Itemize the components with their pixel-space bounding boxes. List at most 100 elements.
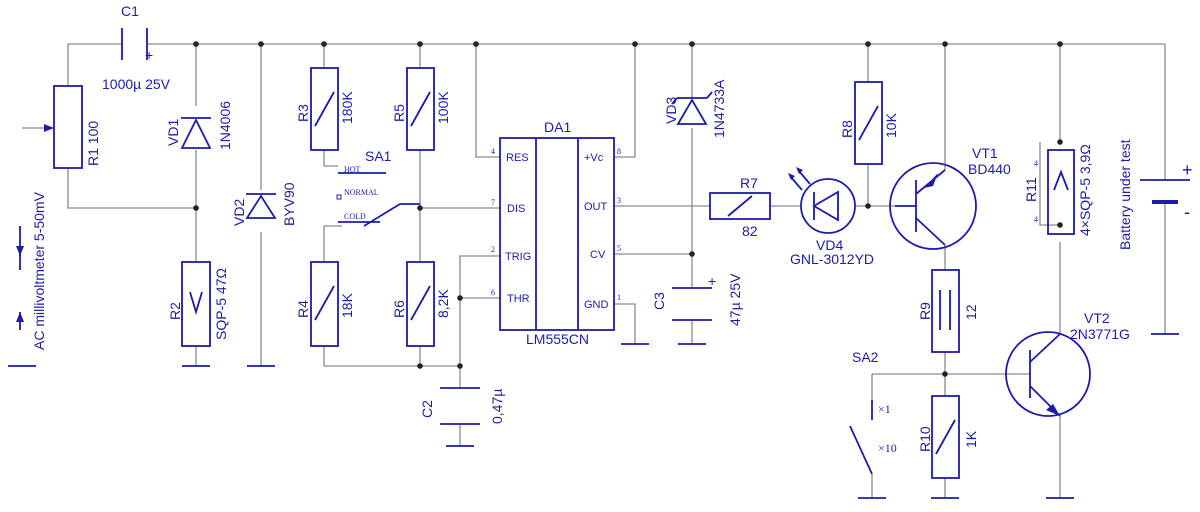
transistor-vt2: VT2 2N3771G <box>1005 310 1130 417</box>
switch-sa1: SA1 HOT NORMAL COLD <box>336 148 420 227</box>
vd1-ref: VD1 <box>165 119 181 146</box>
r3-value: 180K <box>339 91 355 124</box>
da1-pin-2: 2 <box>491 245 495 254</box>
battery-minus: - <box>1184 202 1190 222</box>
da1-pin-6: 6 <box>491 288 495 297</box>
r7-value: 82 <box>742 223 758 239</box>
vd1-value: 1N4006 <box>217 101 233 150</box>
r5-ref: R5 <box>391 104 407 122</box>
r9-ref: R9 <box>917 302 933 320</box>
resistor-r4: R4 18K <box>295 261 355 347</box>
r1-label: R1 100 <box>85 121 101 166</box>
vt1-ref: VT1 <box>972 145 998 161</box>
da1-pin-res: RES <box>506 152 529 164</box>
da1-pin-gnd: GND <box>584 299 609 311</box>
r7-ref: R7 <box>740 175 758 191</box>
r10-value: 1K <box>963 430 979 448</box>
r10-ref: R10 <box>917 426 933 452</box>
r8-value: 10K <box>883 112 899 138</box>
sa2-pos-x10: ×10 <box>878 441 897 455</box>
da1-pin-cv: CV <box>590 249 606 261</box>
vt1-value: BD440 <box>968 161 1011 177</box>
battery-plus: + <box>1182 160 1193 180</box>
da1-pin-vc: +Vc <box>584 152 604 164</box>
r3-ref: R3 <box>295 104 311 122</box>
r5-value: 100K <box>435 91 451 124</box>
sa1-ref: SA1 <box>365 148 392 164</box>
vt2-value: 2N3771G <box>1070 326 1130 342</box>
capacitor-c2: C2 0,47µ <box>419 387 505 425</box>
c3-polarity: + <box>708 273 716 289</box>
millivoltmeter-label: AC millivoltmeter 5-50mV <box>31 191 47 350</box>
wires <box>22 43 1166 498</box>
battery-under-test: + - Battery under test <box>1117 139 1193 250</box>
c3-value: 47µ 25V <box>727 273 743 326</box>
r11-ref: R11 <box>1023 177 1039 202</box>
vd3-ref: VD3 <box>663 97 679 124</box>
da1-pin-4: 4 <box>491 147 495 156</box>
r2-value: SQP-5 47Ω <box>213 268 229 340</box>
da1-part: LM555CN <box>526 331 589 347</box>
c2-ref: C2 <box>419 400 435 418</box>
vd3-value: 1N4733A <box>711 79 727 138</box>
c1-ref: C1 <box>121 3 139 19</box>
r9-value: 12 <box>963 304 979 320</box>
resistor-r9: R9 12 <box>917 269 979 353</box>
capacitor-c3: + C3 47µ 25V <box>651 273 743 326</box>
da1-ref: DA1 <box>544 119 571 135</box>
r11-pin-bottom: 4 <box>1034 215 1038 224</box>
r4-value: 18K <box>339 292 355 318</box>
ground-symbols <box>8 226 1179 499</box>
r4-ref: R4 <box>295 300 311 318</box>
da1-pin-trig: TRIG <box>505 251 531 263</box>
da1-pin-7: 7 <box>491 198 495 207</box>
vd4-ref: VD4 <box>816 237 843 253</box>
resistor-r10: R10 1K <box>917 395 979 479</box>
sa2-pos-x1: ×1 <box>878 402 891 416</box>
vd2-ref: VD2 <box>231 199 247 226</box>
resistor-r6: R6 8,2K <box>391 261 451 347</box>
capacitor-c1: C1 + 1000µ 25V <box>102 3 171 92</box>
r6-ref: R6 <box>391 300 407 318</box>
switch-sa2: SA2 ×1 ×10 <box>849 349 897 475</box>
sa1-pos-hot: HOT <box>344 165 361 174</box>
diode-vd1: VD1 1N4006 <box>165 101 233 150</box>
da1-pin-dis: DIS <box>507 203 525 215</box>
da1-pin-8: 8 <box>617 147 621 156</box>
vt2-ref: VT2 <box>1084 310 1110 326</box>
junction-dots <box>193 41 1063 377</box>
vd2-value: BYV90 <box>281 182 297 226</box>
da1-pin-3: 3 <box>617 196 621 205</box>
led-vd4: VD4 GNL-3012YD <box>788 167 874 267</box>
r6-value: 8,2K <box>435 289 451 318</box>
ic-da1-lm555: DA1 LM555CN RES 4 DIS 7 TRIG 2 THR 6 +Vc… <box>491 119 621 347</box>
transistor-vt1: VT1 BD440 <box>889 145 1011 250</box>
da1-pin-1: 1 <box>617 293 621 302</box>
r11-pin-top: 4 <box>1034 159 1038 168</box>
resistor-r3: R3 180K <box>295 67 355 151</box>
sa1-pos-normal: NORMAL <box>344 188 379 197</box>
resistor-r7: R7 82 <box>709 175 771 239</box>
c3-ref: C3 <box>651 292 667 310</box>
c2-value: 0,47µ <box>489 389 505 424</box>
r11-value: 4×SQP-5 3,9Ω <box>1077 144 1093 236</box>
c1-polarity: + <box>145 47 153 63</box>
da1-pin-5: 5 <box>617 244 621 253</box>
sa1-pos-cold: COLD <box>344 212 366 221</box>
c1-value: 1000µ 25V <box>102 76 171 92</box>
da1-pin-out: OUT <box>584 201 608 213</box>
resistor-r8: R8 10K <box>839 81 899 165</box>
potentiometer-r1: R1 100 <box>44 85 101 169</box>
battery-label: Battery under test <box>1117 139 1133 250</box>
r8-ref: R8 <box>839 120 855 138</box>
sa2-ref: SA2 <box>852 349 879 365</box>
da1-pin-thr: THR <box>507 293 530 305</box>
resistor-r2: R2 SQP-5 47Ω <box>167 261 229 347</box>
vd4-value: GNL-3012YD <box>790 251 874 267</box>
resistor-r11: 4 4 R11 4×SQP-5 3,9Ω <box>1023 144 1093 236</box>
zener-vd3: VD3 1N4733A <box>663 79 727 138</box>
diode-vd2: VD2 BYV90 <box>231 182 297 226</box>
r2-ref: R2 <box>167 302 183 320</box>
resistor-r5: R5 100K <box>391 67 451 151</box>
